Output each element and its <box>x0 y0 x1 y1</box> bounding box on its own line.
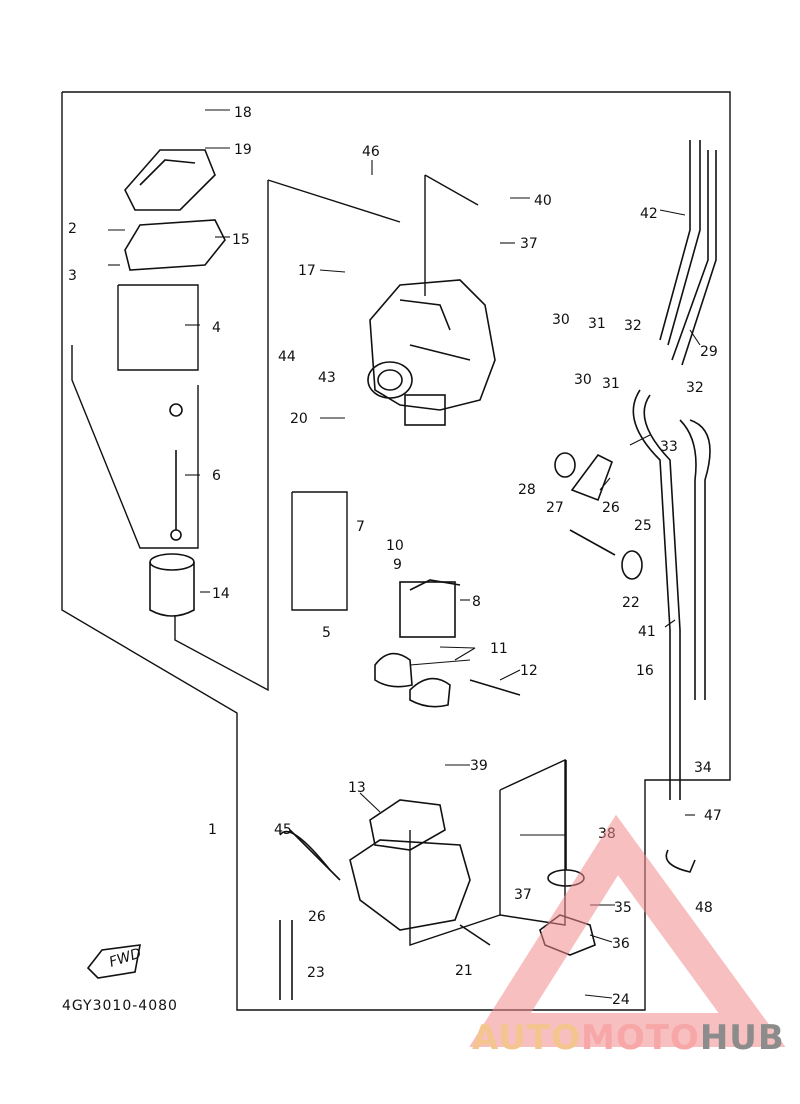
slide-14 <box>149 553 195 617</box>
callout-16: 16 <box>636 663 654 679</box>
callout-7: 7 <box>356 519 365 535</box>
carburetor-body <box>367 279 496 426</box>
callout-5: 5 <box>322 625 331 641</box>
callout-26: 26 <box>308 909 326 925</box>
callout-15: 15 <box>232 232 250 248</box>
choke-22 <box>569 529 643 580</box>
callout-6: 6 <box>212 468 221 484</box>
callout-32: 32 <box>624 318 642 334</box>
pin-12 <box>469 679 521 696</box>
watermark-triangle <box>469 814 786 1047</box>
callout-47: 47 <box>704 808 722 824</box>
callout-28: 28 <box>518 482 536 498</box>
callout-2: 2 <box>68 221 77 237</box>
callout-37: 37 <box>520 236 538 252</box>
hoses <box>279 140 717 1000</box>
callout-13: 13 <box>348 780 366 796</box>
callout-14: 14 <box>212 586 230 602</box>
callout-32: 32 <box>686 380 704 396</box>
callout-9: 9 <box>393 557 402 573</box>
watermark-moto: MOTO <box>580 1018 700 1058</box>
needle-6 <box>169 403 183 541</box>
callout-12: 12 <box>520 663 538 679</box>
clip-48 <box>665 849 696 873</box>
callout-22: 22 <box>622 595 640 611</box>
cover-27 <box>554 452 613 502</box>
callout-25: 25 <box>634 518 652 534</box>
screw-21 <box>459 924 491 946</box>
callout-42: 42 <box>640 206 658 222</box>
callout-8: 8 <box>472 594 481 610</box>
watermark-auto: AUTO <box>472 1018 581 1058</box>
callout-18: 18 <box>234 105 252 121</box>
callout-35: 35 <box>614 900 632 916</box>
float-11 <box>374 652 471 708</box>
callout-23: 23 <box>307 965 325 981</box>
callout-4: 4 <box>212 320 221 336</box>
callout-37: 37 <box>514 887 532 903</box>
watermark-hub: HUB <box>699 1018 785 1058</box>
callout-30: 30 <box>574 372 592 388</box>
callout-17: 17 <box>298 263 316 279</box>
callout-10: 10 <box>386 538 404 554</box>
callout-29: 29 <box>700 344 718 360</box>
float-8 <box>399 579 461 638</box>
callout-26: 26 <box>602 500 620 516</box>
callout-33: 33 <box>660 439 678 455</box>
leader-lines <box>108 109 701 999</box>
float-bowl <box>349 799 471 931</box>
callout-3: 3 <box>68 268 77 284</box>
callout-27: 27 <box>546 500 564 516</box>
callout-30: 30 <box>552 312 570 328</box>
callout-1: 1 <box>208 822 217 838</box>
watermark-logo: AUTOMOTOHUB <box>472 1018 785 1058</box>
callout-11: 11 <box>490 641 508 657</box>
callout-34: 34 <box>694 760 712 776</box>
callout-45: 45 <box>274 822 292 838</box>
callout-48: 48 <box>695 900 713 916</box>
callout-44: 44 <box>278 349 296 365</box>
gasket-15 <box>124 219 226 271</box>
callout-40: 40 <box>534 193 552 209</box>
callout-20: 20 <box>290 411 308 427</box>
callout-21: 21 <box>455 963 473 979</box>
callout-39: 39 <box>470 758 488 774</box>
top-cover <box>124 149 216 211</box>
callout-31: 31 <box>588 316 606 332</box>
diagram-frame <box>61 91 731 1011</box>
fwd-arrow <box>86 944 141 979</box>
callout-24: 24 <box>612 992 630 1008</box>
callout-46: 46 <box>362 144 380 160</box>
callout-43: 43 <box>318 370 336 386</box>
callout-31: 31 <box>602 376 620 392</box>
callout-19: 19 <box>234 142 252 158</box>
callout-36: 36 <box>612 936 630 952</box>
needle-valve-38 <box>547 760 585 887</box>
drawing-code: 4GY3010-4080 <box>62 998 178 1014</box>
callout-41: 41 <box>638 624 656 640</box>
